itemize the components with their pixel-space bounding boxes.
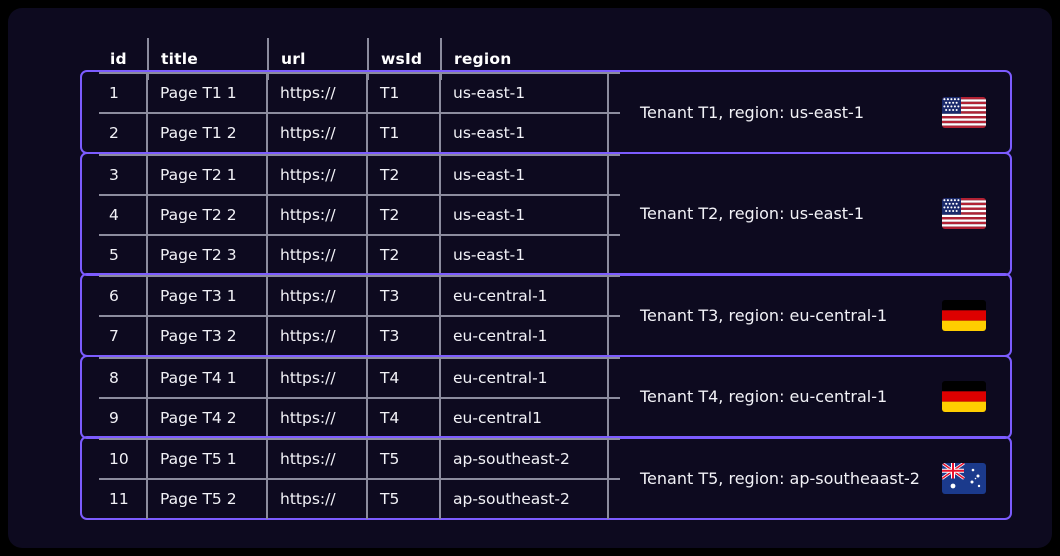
cell-wsid: T3 xyxy=(366,276,439,316)
column-header-region: region xyxy=(440,38,610,80)
column-header-url: url xyxy=(267,38,367,80)
cell-region: us-east-1 xyxy=(439,73,609,113)
flag-australia-icon xyxy=(942,462,986,494)
tenant-group-annotation: Tenant T2, region: us-east-1 xyxy=(620,154,1010,274)
tenant-group-note-text: Tenant T1, region: us-east-1 xyxy=(640,102,865,122)
cell-region: us-east-1 xyxy=(439,194,609,235)
cell-wsid: T3 xyxy=(366,316,439,356)
cell-url: https:// xyxy=(266,73,366,113)
tenant-group-note-text: Tenant T5, region: ap-southeaast-2 xyxy=(640,468,920,488)
flag-united-states-icon xyxy=(942,96,986,128)
tenant-group-note-text: Tenant T4, region: eu-central-1 xyxy=(640,387,888,406)
cell-title: Page T2 3 xyxy=(146,234,266,275)
cell-title: Page T3 1 xyxy=(146,276,266,316)
cell-wsid: T4 xyxy=(366,397,439,438)
cell-id: 6 xyxy=(109,287,119,305)
flag-germany-icon xyxy=(942,381,986,412)
cell-region: eu-central-1 xyxy=(439,357,609,398)
cell-title: Page T1 2 xyxy=(146,113,266,153)
cell-url: https:// xyxy=(266,479,366,519)
cell-id: 5 xyxy=(109,245,119,264)
tenant-group-note-text: Tenant T3, region: eu-central-1 xyxy=(640,305,888,325)
tenant-group-annotation: Tenant T5, region: ap-southeaast-2 xyxy=(620,438,1010,518)
tenant-group-annotation: Tenant T4, region: eu-central-1 xyxy=(620,357,1010,437)
table-header: id title url wsId region xyxy=(100,38,618,80)
cell-wsid: T5 xyxy=(366,479,439,519)
cell-title: Page T2 2 xyxy=(146,194,266,235)
column-header-title: title xyxy=(147,38,267,80)
flag-germany-icon xyxy=(942,299,986,331)
cell-region: eu-central-1 xyxy=(439,276,609,316)
cell-region: ap-southeast-2 xyxy=(439,479,609,519)
cell-region: eu-central1 xyxy=(439,397,609,438)
tenant-group-annotation: Tenant T1, region: us-east-1 xyxy=(620,72,1010,152)
column-header-id: id xyxy=(110,50,127,68)
cell-id: 3 xyxy=(109,165,119,184)
cell-id: 7 xyxy=(109,327,119,345)
cell-title: Page T3 2 xyxy=(146,316,266,356)
cell-wsid: T2 xyxy=(366,194,439,235)
cell-url: https:// xyxy=(266,357,366,398)
cell-url: https:// xyxy=(266,316,366,356)
cell-url: https:// xyxy=(266,439,366,479)
cell-wsid: T1 xyxy=(366,73,439,113)
cell-id: 10 xyxy=(109,450,129,468)
tenant-group-annotation: Tenant T3, region: eu-central-1 xyxy=(620,275,1010,355)
flag-united-states-icon xyxy=(942,198,986,229)
cell-region: us-east-1 xyxy=(439,234,609,275)
cell-url: https:// xyxy=(266,397,366,438)
cell-wsid: T2 xyxy=(366,154,439,195)
cell-title: Page T4 2 xyxy=(146,397,266,438)
cell-id: 4 xyxy=(109,205,119,224)
cell-wsid: T1 xyxy=(366,113,439,153)
cell-wsid: T4 xyxy=(366,357,439,398)
cell-url: https:// xyxy=(266,276,366,316)
tenant-group-note-text: Tenant T2, region: us-east-1 xyxy=(640,204,865,223)
cell-wsid: T2 xyxy=(366,234,439,275)
cell-id: 11 xyxy=(109,490,129,508)
cell-title: Page T4 1 xyxy=(146,357,266,398)
cell-title: Page T5 2 xyxy=(146,479,266,519)
cell-url: https:// xyxy=(266,234,366,275)
cell-title: Page T5 1 xyxy=(146,439,266,479)
cell-region: ap-southeast-2 xyxy=(439,439,609,479)
cell-wsid: T5 xyxy=(366,439,439,479)
cell-id: 8 xyxy=(109,368,119,387)
cell-title: Page T2 1 xyxy=(146,154,266,195)
column-header-wsid: wsId xyxy=(367,38,440,80)
cell-title: Page T1 1 xyxy=(146,73,266,113)
cell-url: https:// xyxy=(266,113,366,153)
cell-id: 9 xyxy=(109,408,119,427)
cell-id: 1 xyxy=(109,84,119,102)
cell-region: eu-central-1 xyxy=(439,316,609,356)
cell-url: https:// xyxy=(266,154,366,195)
cell-region: us-east-1 xyxy=(439,113,609,153)
cell-url: https:// xyxy=(266,194,366,235)
cell-region: us-east-1 xyxy=(439,154,609,195)
cell-id: 2 xyxy=(109,124,119,142)
